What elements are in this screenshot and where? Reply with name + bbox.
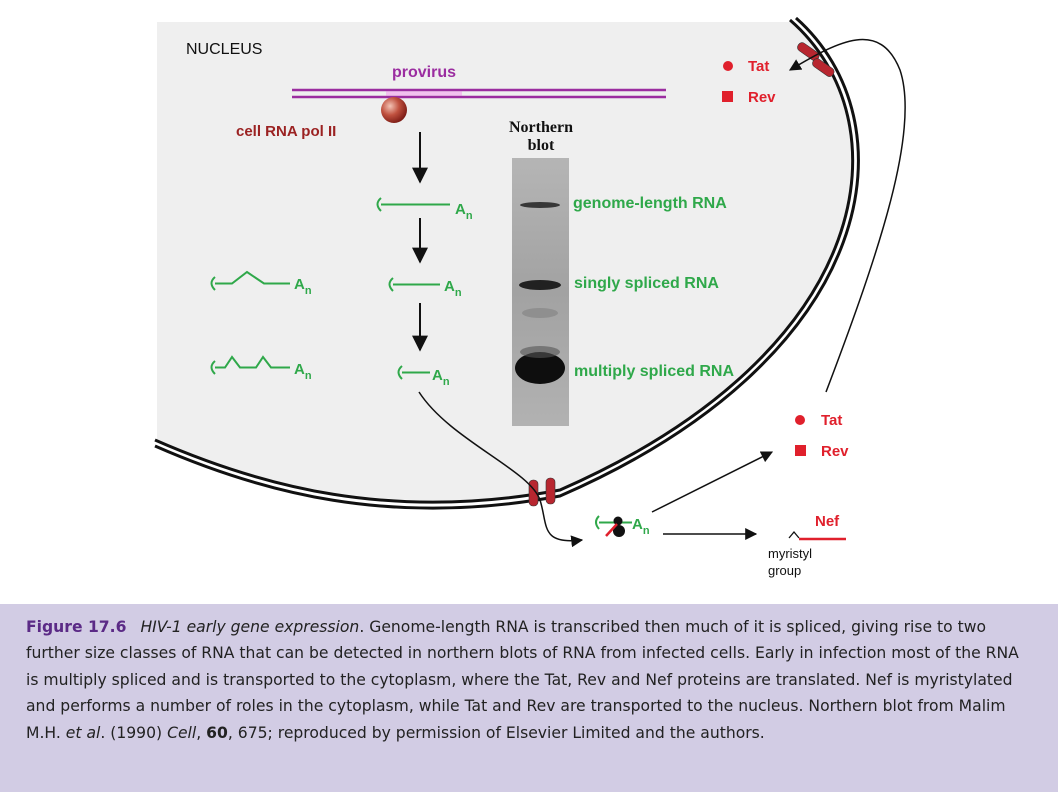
mrna-export-arrow	[418, 391, 584, 548]
ribosome-small-subunit	[613, 516, 623, 526]
caption-text-4: , 675; reproduced by permission of Elsev…	[227, 723, 765, 742]
nuclear-pore-top-2	[812, 58, 835, 77]
myristyl-group-symbol	[788, 530, 800, 539]
nef-label: Nef	[815, 513, 840, 530]
nuclear-import-arrow	[788, 38, 906, 393]
provirus-dna	[292, 88, 666, 99]
caption-etal: et al	[65, 723, 101, 742]
rev-square-nucleus	[722, 91, 733, 102]
tat-dot-nucleus	[723, 61, 733, 71]
polymerase-label: cell RNA pol II	[236, 123, 336, 140]
caption-text-1: . Genome-length RNA is transcribed then …	[26, 618, 1019, 742]
polya-tail-left-singly: An	[294, 276, 312, 297]
nucleus	[154, 16, 860, 510]
nuclear-envelope-outer	[154, 18, 855, 504]
hiv-early-gene-expression-diagram: NUCLEUS provirus cell RNA pol II An An A…	[154, 16, 906, 578]
caption-text-2: . (1990)	[100, 723, 168, 742]
band-singly-spliced	[519, 280, 561, 290]
tat-dot-cytoplasm	[795, 415, 805, 425]
band-multiply-spliced	[515, 352, 565, 384]
nucleus-label: NUCLEUS	[186, 41, 262, 58]
caption-volume: 60	[206, 723, 228, 742]
multiply-spliced-loop-symbol	[210, 355, 290, 375]
caption-text-3: ,	[196, 723, 207, 742]
figure-number: Figure 17.6	[26, 618, 127, 636]
ribosome-large-subunit	[613, 525, 625, 537]
rev-label-nucleus: Rev	[748, 89, 776, 106]
rna-polymerase-ball	[381, 97, 407, 123]
band-label-singly-spliced: singly spliced RNA	[574, 275, 719, 292]
nuclear-pore-bottom-2	[545, 477, 556, 505]
band-label-multiply-spliced: multiply spliced RNA	[574, 363, 734, 380]
tat-label-cytoplasm: Tat	[821, 412, 842, 429]
singly-spliced-loop-symbol	[210, 270, 290, 291]
genome-length-rna-symbol	[376, 197, 450, 212]
blot-title-line1: Northern	[509, 119, 573, 136]
tat-label-nucleus: Tat	[748, 58, 769, 75]
band-genome-length	[520, 202, 560, 208]
nascent-peptide	[605, 523, 618, 537]
singly-spliced-rna-symbol	[388, 277, 440, 292]
tat-rev-translation-arrow	[651, 451, 774, 513]
figure-title: HIV-1 early gene expression	[140, 618, 360, 636]
myristyl-label-line2: group	[768, 563, 801, 578]
northern-blot-image	[512, 158, 569, 426]
nucleus-interior	[157, 22, 854, 501]
polya-tail-cytoplasm: An	[632, 516, 650, 537]
band-label-genome-length: genome-length RNA	[573, 195, 727, 212]
translating-mrna	[595, 515, 632, 537]
caption-journal: Cell	[167, 723, 197, 742]
blot-title-line2: blot	[528, 137, 555, 154]
rev-label-cytoplasm: Rev	[821, 443, 849, 460]
rev-square-cytoplasm	[795, 445, 806, 456]
provirus-label: provirus	[392, 64, 456, 81]
polya-tail-genome: An	[455, 201, 473, 222]
multiply-spliced-rna-symbol	[397, 365, 430, 380]
polya-tail-singly: An	[444, 278, 462, 299]
polya-tail-left-multiply: An	[294, 361, 312, 382]
polya-tail-multiply: An	[432, 367, 450, 388]
myristyl-label-line1: myristyl	[768, 546, 812, 561]
nuclear-envelope-inner	[154, 16, 860, 510]
